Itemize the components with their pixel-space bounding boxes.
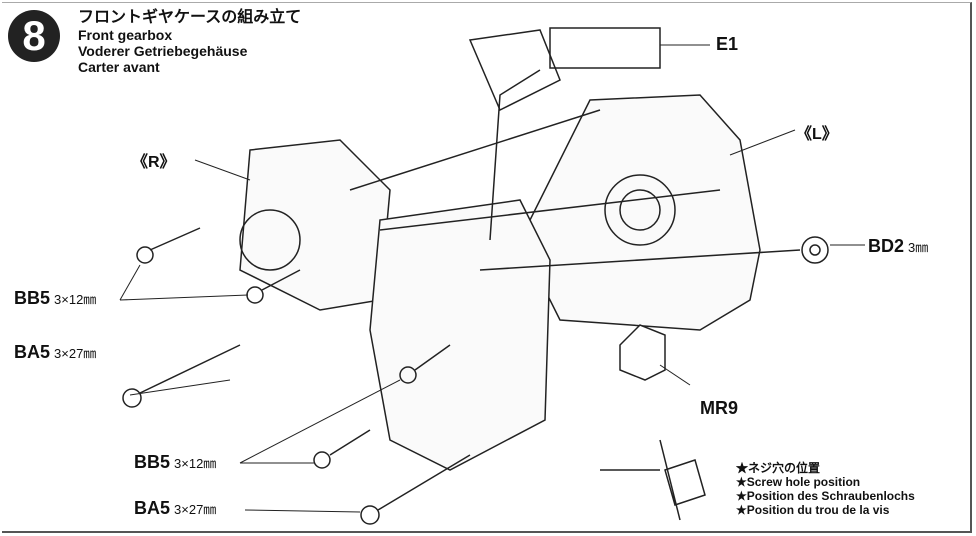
label-mr9: MR9 [700,398,739,418]
title-jp: フロントギヤケースの組み立て [78,9,302,26]
label-l: 《L》 [796,126,838,143]
title-de: Voderer Getriebegehäuse [78,43,248,59]
washer-bd2 [801,236,829,264]
screw-bb5-bottom-2 [313,429,371,469]
screw-ba5-top [122,344,241,408]
screw-hole-detail [600,439,706,521]
bevel-gear-hub [619,189,661,231]
leader-lines [119,44,865,513]
screw-bb5-bottom-1 [399,344,451,384]
screw-bb5-top-1 [136,227,201,264]
terminal-wire [489,69,541,241]
shaft [379,189,721,231]
terminal-bracket [468,29,561,112]
housing-l [519,94,761,331]
bb5-bottom-code: BB5 [134,452,171,472]
step-title: フロントギヤケースの組み立て Front gearbox Voderer Get… [78,9,302,76]
step-number-badge: 8 [8,10,60,62]
bd2-code: BD2 [868,236,905,256]
screw-hole-note: ★ネジ穴の位置 ★Screw hole position ★Position d… [736,461,915,517]
ba5-top-code: BA5 [14,342,51,362]
screw-ba5-bottom [360,454,471,525]
bd2-size: 3㎜ [908,240,929,255]
bb5-top-size: 3×12㎜ [54,292,97,307]
ba5-top-size: 3×27㎜ [54,346,97,361]
label-e1: E1 [716,34,739,54]
spacer-mr9 [619,324,666,381]
label-r: 《R》 [132,154,176,171]
housing-center [369,199,551,471]
ba5-bottom-size: 3×27㎜ [174,502,217,517]
bb5-top-code: BB5 [14,288,51,308]
housing-r [239,139,391,311]
bb5-bottom-size: 3×12㎜ [174,456,217,471]
bevel-gear [604,174,676,246]
shaft [479,249,801,271]
motor [239,209,301,271]
note-jp: ★ネジ穴の位置 [736,461,821,475]
shaft [349,109,601,191]
terminal-e1 [549,27,661,69]
ba5-bottom-code: BA5 [134,498,171,518]
note-en: ★Screw hole position [736,475,861,489]
note-de: ★Position des Schraubenlochs [736,489,915,503]
note-fr: ★Position du trou de la vis [736,503,890,517]
title-en: Front gearbox [78,27,173,43]
title-fr: Carter avant [78,59,160,75]
